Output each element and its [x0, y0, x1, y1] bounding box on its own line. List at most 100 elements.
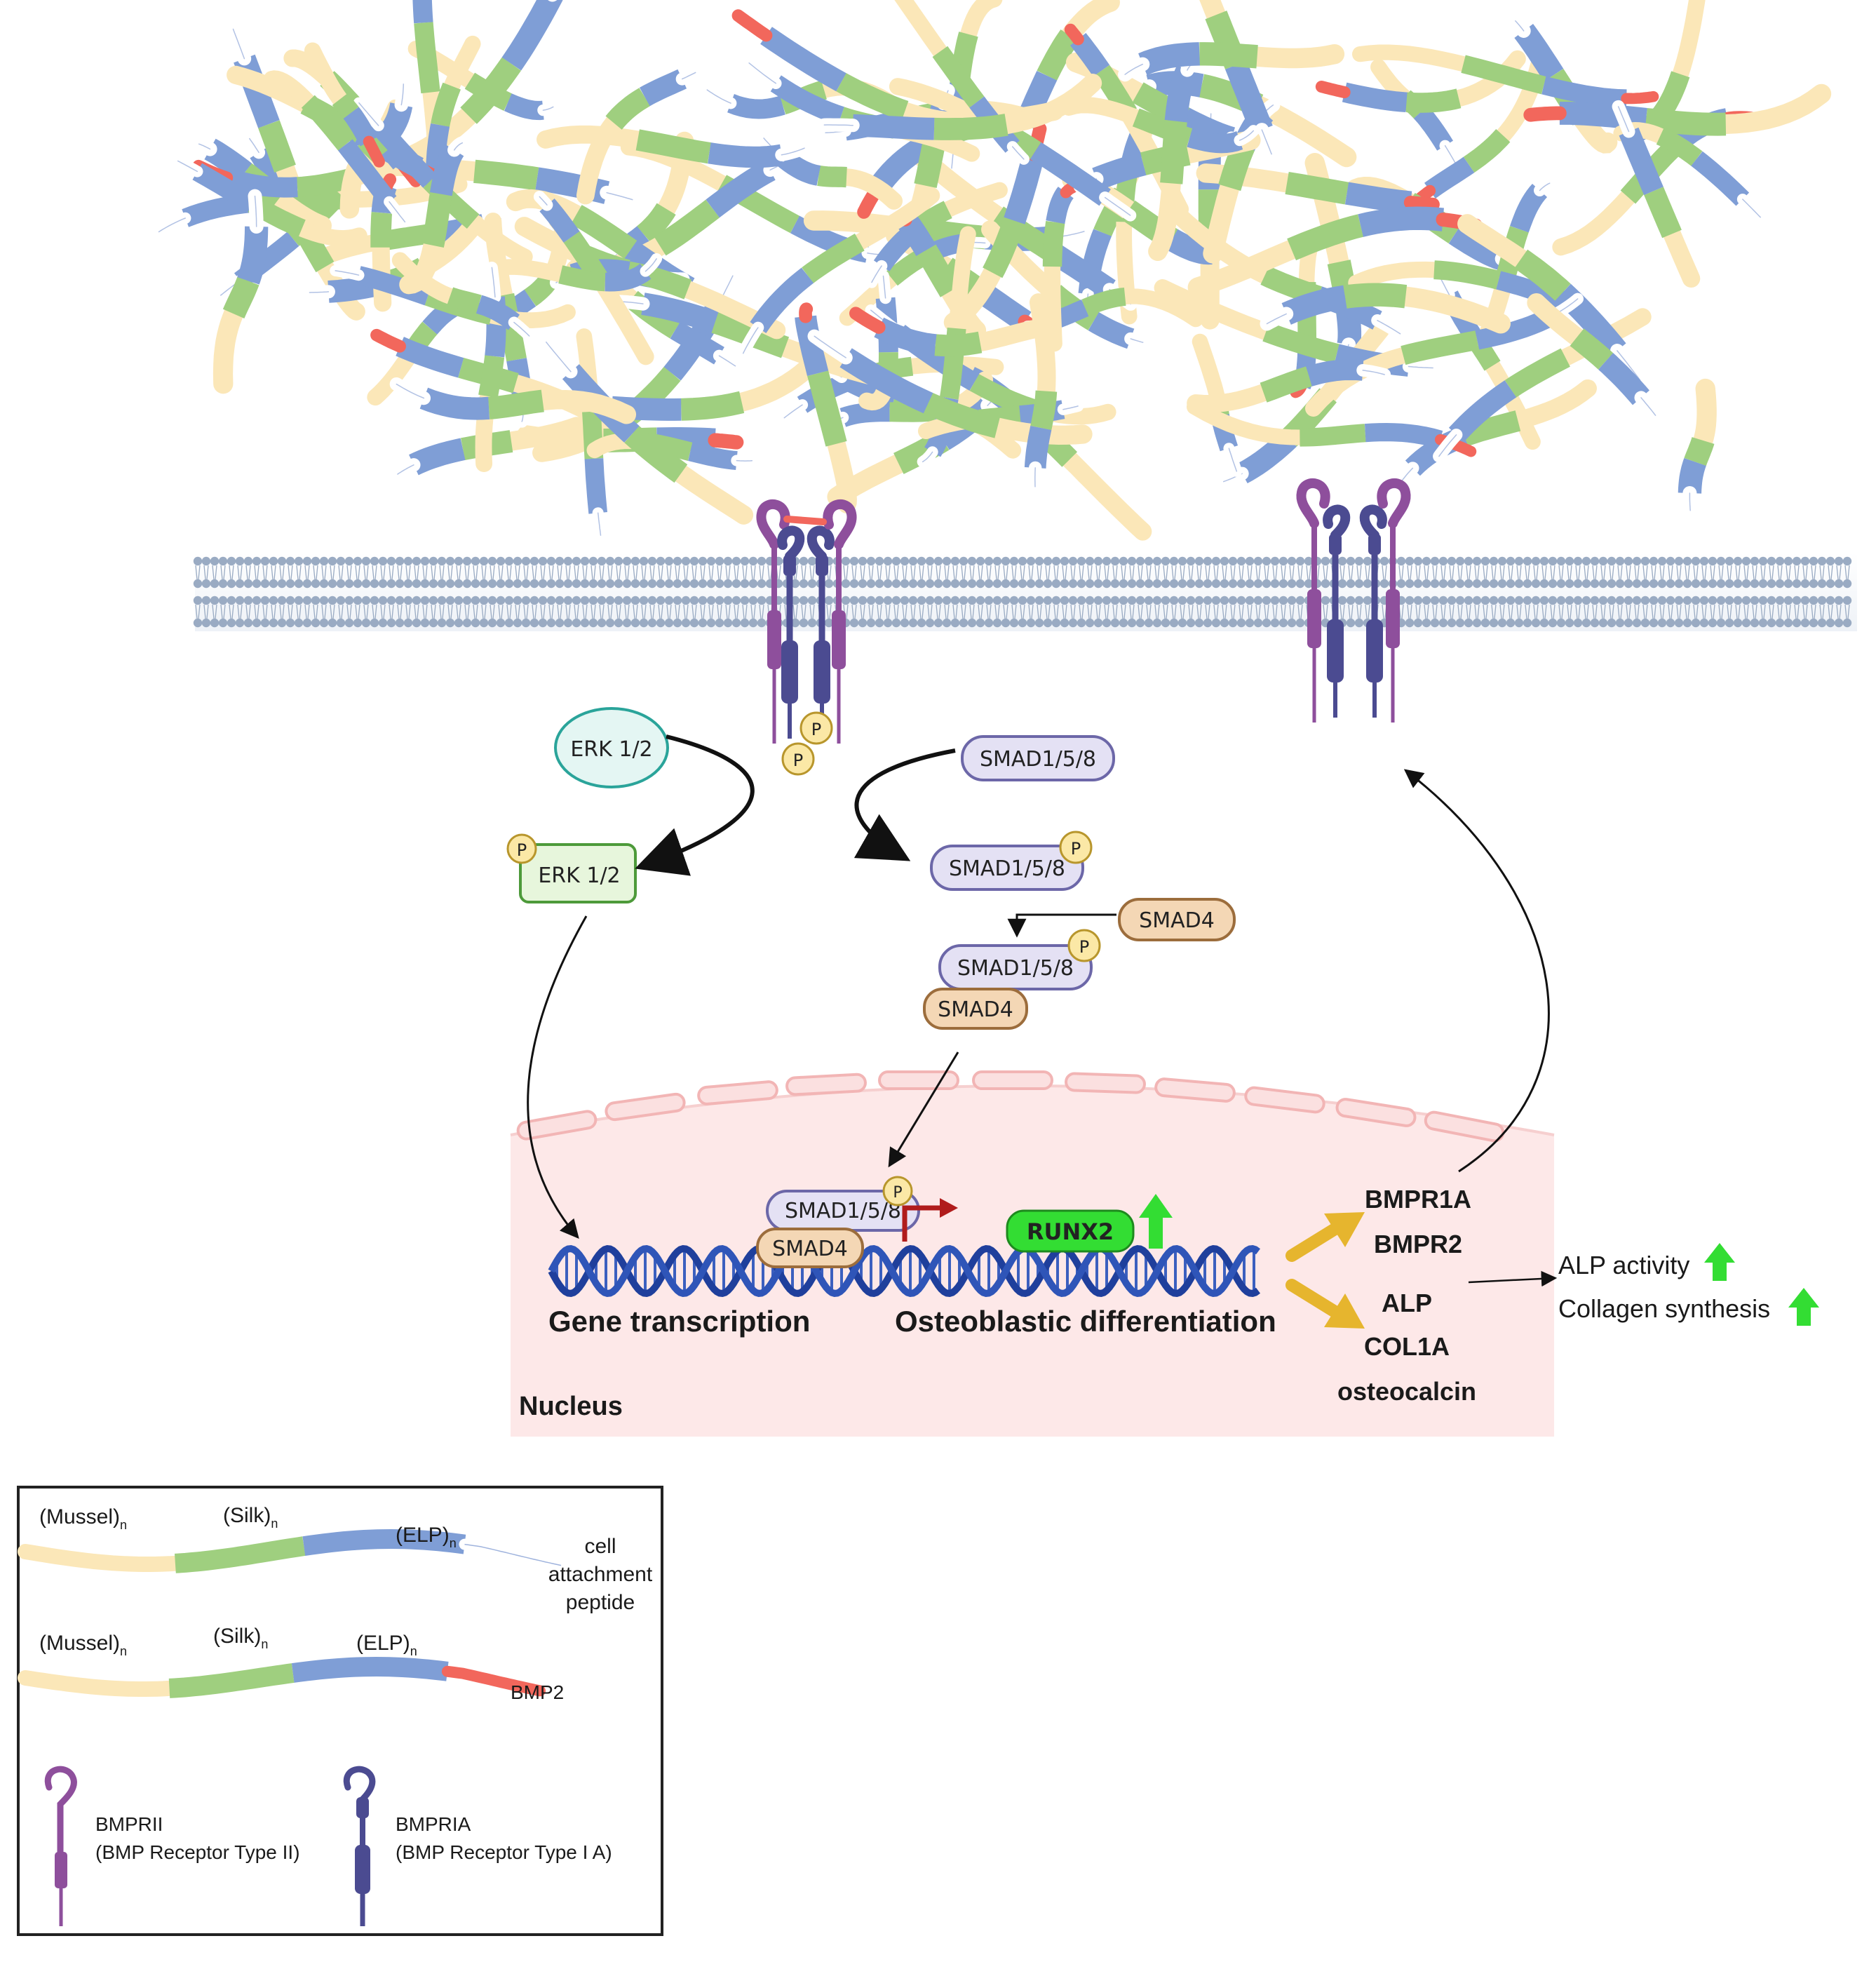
legend-bmprii-name: BMPRII	[95, 1813, 163, 1835]
smad158-phosphorylated: SMAD1/5/8 P	[930, 831, 1093, 891]
legend-bmp2-label: BMP2	[511, 1681, 564, 1703]
legend-fiber-cell-attachment	[18, 1528, 567, 1573]
outcome-arrow	[1468, 1270, 1558, 1287]
target-bmpr2: BMPR2	[1374, 1230, 1462, 1258]
target-bmpr1a: BMPR1A	[1365, 1185, 1471, 1214]
phosphate-icon: P	[882, 1176, 913, 1207]
nuclear-smad-complex: SMAD1/5/8 P SMAD4	[756, 1176, 958, 1268]
upregulated-marker-genes: ALP COL1A osteocalcin	[1337, 1289, 1476, 1406]
bmp-receptor-complex-inactive	[1296, 478, 1411, 723]
protein-fiber	[537, 125, 811, 168]
receptor-feedback-arrow	[1403, 769, 1550, 1173]
runx2-label: RUNX2	[1027, 1218, 1114, 1245]
nuclear-envelope	[516, 1070, 1505, 1143]
complex-smad158-label: SMAD1/5/8	[957, 956, 1074, 981]
protein-fiber	[1196, 163, 1440, 214]
protein-fiber	[1042, 182, 1078, 352]
protein-fiber	[576, 66, 702, 205]
protein-fiber	[737, 187, 940, 360]
smad158-unphosphorylated: SMAD1/5/8	[961, 735, 1115, 781]
dna-helix	[548, 1245, 1260, 1297]
protein-fiber	[757, 132, 903, 210]
target-col1a: COL1A	[1364, 1332, 1450, 1361]
protein-fiber	[1523, 83, 1832, 136]
protein-fiber	[1118, 42, 1345, 82]
protein-fiber	[1187, 359, 1391, 413]
protein-fiber	[1678, 378, 1717, 518]
cell-membrane	[193, 553, 1857, 631]
legend-cell-attachment-line1: cell	[584, 1535, 616, 1558]
protein-fiber	[1370, 59, 1464, 173]
svg-text:P: P	[793, 751, 803, 770]
legend-row2-mussel: (Mussel)n	[39, 1632, 127, 1658]
protein-fiber	[1410, 57, 1547, 208]
bmpria-receptor-icon	[343, 1766, 376, 1926]
erk-free-label: ERK 1/2	[570, 737, 652, 762]
erk-phospho-label: ERK 1/2	[538, 863, 620, 888]
legend-cell-attachment-line3: peptide	[566, 1591, 635, 1614]
protein-fiber	[212, 189, 269, 394]
osteoblastic-differentiation-label: Osteoblastic differentiation	[895, 1305, 1276, 1338]
gold-arrow-icon	[1285, 1279, 1365, 1329]
smad4-free: SMAD4	[1118, 898, 1236, 941]
legend-bmpria-desc: (BMP Receptor Type I A)	[396, 1841, 612, 1863]
legend-bmprii-desc: (BMP Receptor Type II)	[95, 1841, 300, 1863]
protein-fiber	[1351, 44, 1659, 108]
target-alp: ALP	[1382, 1289, 1432, 1317]
smad4-free-label: SMAD4	[1139, 908, 1215, 933]
erk-phosphorylation-arrow	[635, 734, 755, 876]
phosphate-icon: P	[1059, 831, 1093, 864]
hydrogel-fiber-mesh	[153, 0, 1832, 542]
legend-row2-silk: (Silk)n	[213, 1625, 268, 1651]
legend-row1-silk: (Silk)n	[223, 1504, 278, 1531]
upregulation-arrow-icon	[1704, 1243, 1735, 1281]
protein-fiber	[849, 307, 1048, 357]
upregulation-arrow-icon	[1788, 1288, 1819, 1326]
svg-text:P: P	[811, 720, 821, 739]
legend-bmpria-name: BMPRIA	[396, 1813, 471, 1835]
legend-fiber-bmp2	[18, 1656, 546, 1698]
functional-outcomes: ALP activity Collagen synthesis	[1558, 1243, 1819, 1326]
svg-text:P: P	[1079, 937, 1089, 957]
nucleus: Nucleus	[510, 1070, 1555, 1437]
runx2: RUNX2	[1006, 1194, 1173, 1253]
protein-fiber	[817, 74, 1102, 140]
nuclear-smad4-label: SMAD4	[772, 1237, 848, 1261]
phosphate-icon: P	[1067, 929, 1101, 962]
bmprii-receptor-icon	[44, 1766, 77, 1926]
svg-text:P: P	[893, 1184, 902, 1202]
transcription-start-arrow-icon	[902, 1198, 958, 1242]
outcome-collagen-synthesis: Collagen synthesis	[1558, 1294, 1770, 1323]
phosphate-icon: P	[506, 833, 537, 864]
gold-arrow-icon	[1285, 1212, 1365, 1262]
smad158-phospho-label: SMAD1/5/8	[949, 856, 1065, 881]
gene-transcription-label: Gene transcription	[548, 1305, 810, 1338]
phosphate-icon: P	[781, 742, 815, 776]
legend-row1-elp: (ELP)n	[396, 1524, 457, 1550]
complex-smad4-label: SMAD4	[938, 997, 1013, 1022]
smad-nuclear-entry-arrow	[888, 1051, 959, 1168]
erk-unphosphorylated: ERK 1/2	[554, 707, 669, 788]
bmp-receptor-complex-active	[756, 499, 857, 744]
protein-fiber	[304, 42, 385, 168]
protein-fiber	[492, 253, 663, 292]
legend: (Mussel)n (Silk)n (ELP)n cell attachment…	[17, 1486, 663, 1936]
protein-fiber	[391, 252, 535, 342]
protein-fiber	[399, 136, 469, 295]
protein-fiber	[1527, 293, 1663, 422]
target-osteocalcin: osteocalcin	[1337, 1377, 1476, 1406]
smad-phosphorylation-arrow	[853, 748, 956, 861]
upregulated-receptor-genes: BMPR1A BMPR2	[1365, 1185, 1471, 1258]
phosphate-icon: P	[799, 711, 833, 745]
smad-complex: SMAD1/5/8 P SMAD4	[923, 929, 1101, 1030]
svg-text:P: P	[517, 840, 527, 860]
protein-fiber	[1024, 293, 1058, 493]
legend-cell-attachment-line2: attachment	[548, 1563, 653, 1586]
outcome-alp-activity: ALP activity	[1558, 1251, 1689, 1279]
erk-to-dna-arrow	[527, 915, 588, 1239]
legend-row2-elp: (ELP)n	[356, 1632, 417, 1658]
protein-fiber	[264, 70, 411, 228]
protein-fiber	[576, 328, 608, 542]
smad158-free-label: SMAD1/5/8	[980, 747, 1096, 772]
